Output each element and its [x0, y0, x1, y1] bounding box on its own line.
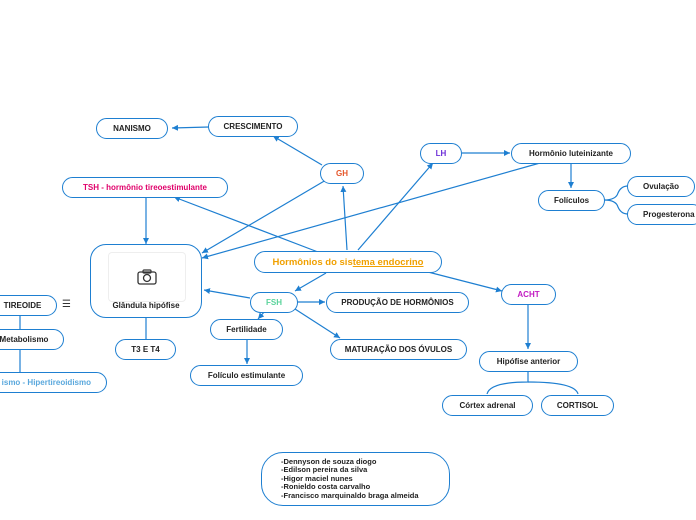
- menu-icon[interactable]: ☰: [62, 299, 71, 310]
- author-line: -Dennyson de souza diogo: [281, 457, 377, 466]
- glandula-hipofise-label: Glândula hipófise: [112, 301, 180, 310]
- topic-producao-hormonios[interactable]: PRODUÇÃO DE HORMÔNIOS: [326, 292, 469, 313]
- topic-ovulacao[interactable]: Ovulação: [627, 176, 695, 197]
- topic-maturacao-ovulos[interactable]: MATURAÇÃO DOS ÓVULOS: [330, 339, 467, 360]
- topic-cortex-adrenal[interactable]: Córtex adrenal: [442, 395, 533, 416]
- topic-metabolismo[interactable]: Metabolismo: [0, 329, 64, 350]
- topic-t3-t4[interactable]: T3 E T4: [115, 339, 176, 360]
- author-line: -Higor maciel nunes: [281, 473, 353, 483]
- topic-tsh[interactable]: TSH - hormônio tireoestimulante: [62, 177, 228, 198]
- topic-gh[interactable]: GH: [320, 163, 364, 184]
- topic-fsh[interactable]: FSH: [250, 292, 298, 313]
- central-topic-text-part1: Hormônios do sis: [272, 256, 353, 268]
- topic-cortisol[interactable]: CORTISOL: [541, 395, 614, 416]
- topic-foliculo-estimulante[interactable]: Folículo estimulante: [190, 365, 303, 386]
- topic-tireoide[interactable]: TIREOIDE: [0, 295, 57, 316]
- camera-icon: [137, 269, 157, 285]
- topic-progesterona[interactable]: Progesterona: [627, 204, 696, 225]
- topic-hipofise-anterior[interactable]: Hipófise anterior: [479, 351, 578, 372]
- image-placeholder: [108, 252, 186, 302]
- topic-glandula-hipofise[interactable]: Glândula hipófise: [90, 244, 202, 318]
- topic-hipertireoidismo[interactable]: ismo - Hipertireoidismo: [0, 372, 107, 393]
- topic-foliculos[interactable]: Folículos: [538, 190, 605, 211]
- topic-acht[interactable]: ACHT: [501, 284, 556, 305]
- authors-box[interactable]: -Dennyson de souza diogo -Edilson pereir…: [261, 452, 450, 506]
- topic-lh[interactable]: LH: [420, 143, 462, 164]
- author-line: -Francisco marquinaldo braga almeida: [281, 490, 419, 500]
- central-topic-text-part2: tema endocrino: [352, 256, 424, 268]
- author-line: -Edilson pereira da silva: [281, 465, 368, 475]
- topic-crescimento[interactable]: CRESCIMENTO: [208, 116, 298, 137]
- topic-hormonio-luteinizante[interactable]: Hormônio luteinizante: [511, 143, 631, 164]
- topic-fertilidade[interactable]: Fertilidade: [210, 319, 283, 340]
- author-line: -Ronieldo costa carvalho: [281, 482, 371, 492]
- topic-nanismo[interactable]: NANISMO: [96, 118, 168, 139]
